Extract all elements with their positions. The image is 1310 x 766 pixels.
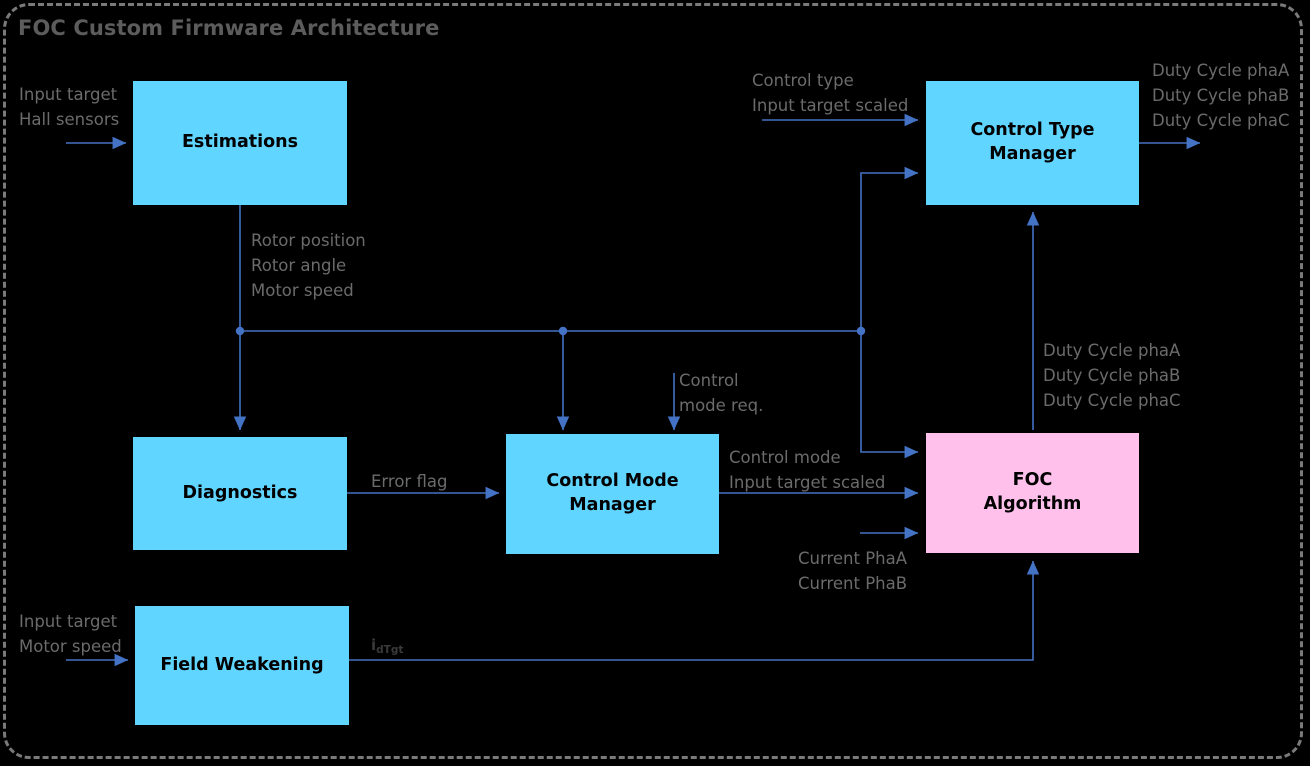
signal-estimations-output-line1: Rotor position	[251, 231, 366, 250]
signal-control-type-output-line3: Duty Cycle phaC	[1152, 110, 1290, 130]
node-field-weakening[interactable]: Field Weakening	[135, 606, 349, 725]
node-control-type-manager-label-line1: Control Type	[970, 120, 1095, 141]
node-diagnostics-label: Diagnostics	[182, 482, 298, 503]
signal-estimations-output-line2: Rotor angle	[251, 255, 347, 275]
signal-estimations-input-line2: Hall sensors	[19, 109, 120, 129]
node-control-type-manager[interactable]: Control Type Manager	[926, 81, 1139, 205]
signal-field-weakening-output: idTgt	[371, 634, 403, 657]
node-foc-algorithm-label-line2: Algorithm	[983, 494, 1082, 514]
signal-foc-mode-input: Control mode Input target scaled	[729, 446, 885, 496]
signal-foc-duty-output-line1: Duty Cycle phaA	[1043, 341, 1181, 360]
signal-idtgt-base: i	[371, 636, 377, 654]
node-control-mode-manager-label-line1: Control Mode	[546, 471, 679, 492]
signal-field-weakening-input-line2: Motor speed	[19, 636, 122, 656]
node-foc-algorithm-label-line1: FOC	[1012, 470, 1053, 491]
signal-control-mode-req: Control mode req.	[679, 369, 763, 419]
node-field-weakening-label: Field Weakening	[160, 654, 324, 675]
signal-foc-duty-output-line2: Duty Cycle phaB	[1043, 365, 1181, 385]
node-control-mode-manager[interactable]: Control Mode Manager	[506, 434, 719, 554]
signal-foc-duty-output-line3: Duty Cycle phaC	[1043, 390, 1181, 410]
node-diagnostics[interactable]: Diagnostics	[133, 437, 347, 550]
signal-control-type-output-line1: Duty Cycle phaA	[1152, 61, 1290, 80]
signal-control-mode-req-line1: Control	[679, 371, 739, 390]
signal-estimations-input-line1: Input target	[19, 85, 118, 104]
signal-foc-current-input-line2: Current PhaB	[798, 573, 908, 593]
junction-dot	[235, 326, 245, 336]
junction-dot	[856, 326, 866, 336]
node-estimations-label: Estimations	[181, 132, 299, 153]
signal-error-flag-line1: Error flag	[371, 472, 448, 491]
signal-control-type-input-line2: Input target scaled	[752, 95, 909, 115]
signal-foc-mode-input-line1: Control mode	[729, 448, 841, 467]
wire-bus-to-control-type-manager	[860, 166, 919, 331]
signal-estimations-input: Input target Hall sensors	[19, 83, 119, 133]
signal-control-type-output: Duty Cycle phaA Duty Cycle phaB Duty Cyc…	[1152, 59, 1290, 133]
node-control-mode-manager-label-line2: Manager	[569, 495, 656, 515]
node-control-type-manager-label-line2: Manager	[989, 144, 1076, 164]
wire-bus-to-foc-algorithm	[860, 331, 919, 459]
signal-control-mode-req-line2: mode req.	[679, 395, 764, 415]
page-title: FOC Custom Firmware Architecture	[18, 16, 440, 40]
signal-control-type-input: Control type Input target scaled	[752, 69, 908, 119]
wire-field-weakening-to-foc	[349, 560, 1040, 661]
signal-estimations-output-line3: Motor speed	[251, 280, 354, 300]
signal-foc-mode-input-line2: Input target scaled	[729, 472, 886, 492]
node-foc-algorithm[interactable]: FOC Algorithm	[926, 433, 1139, 553]
signal-control-type-output-line2: Duty Cycle phaB	[1152, 85, 1290, 105]
signal-foc-current-input: Current PhaA Current PhaB	[798, 547, 907, 597]
signal-control-type-input-line1: Control type	[752, 71, 854, 90]
signal-error-flag: Error flag	[371, 470, 447, 495]
signal-field-weakening-input-line1: Input target	[19, 612, 118, 631]
signal-idtgt-sub: dTgt	[376, 644, 404, 656]
signal-foc-current-input-line1: Current PhaA	[798, 549, 908, 568]
node-estimations[interactable]: Estimations	[133, 81, 347, 205]
signal-estimations-output: Rotor position Rotor angle Motor speed	[251, 229, 366, 303]
signal-field-weakening-input: Input target Motor speed	[19, 610, 122, 660]
signal-foc-duty-output: Duty Cycle phaA Duty Cycle phaB Duty Cyc…	[1043, 339, 1181, 413]
junction-dot	[558, 326, 568, 336]
